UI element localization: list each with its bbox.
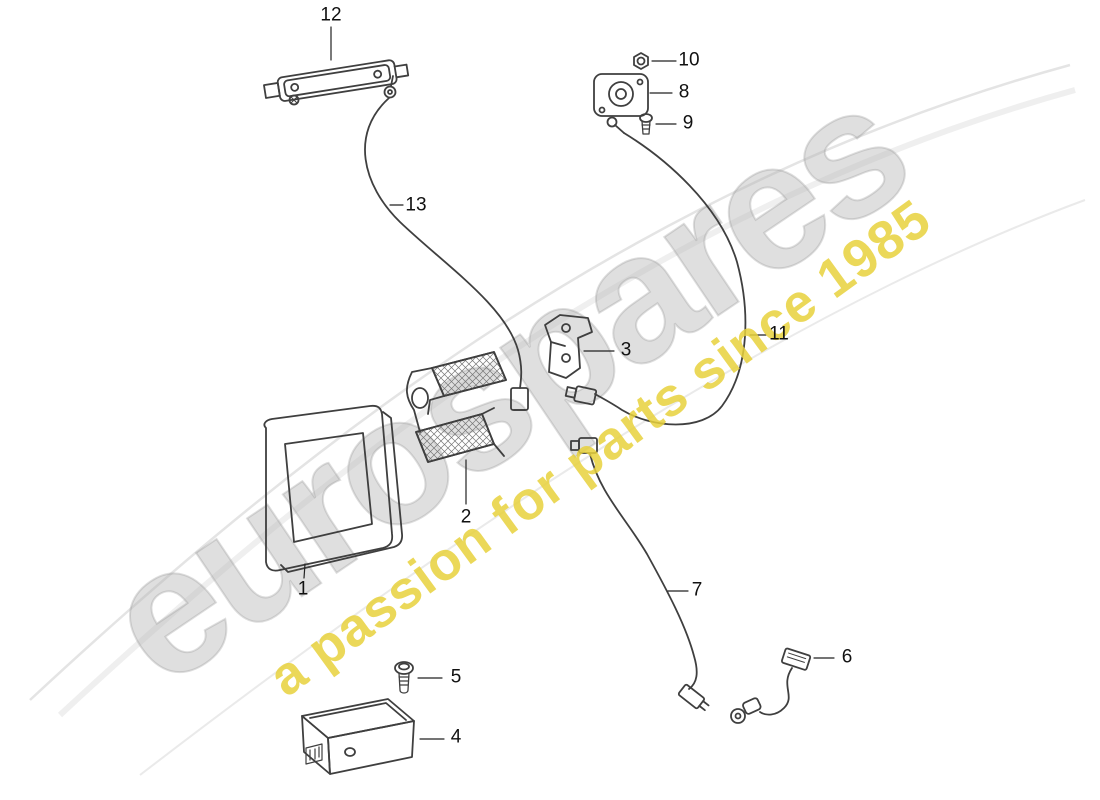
part-10-nut [633,52,649,70]
part-callout-1[interactable]: 1 [297,578,309,600]
part-12-antenna-amplifier [263,59,410,106]
part-callout-5[interactable]: 5 [450,666,462,688]
part-callout-8[interactable]: 8 [678,81,690,103]
part-callout-7[interactable]: 7 [691,579,703,601]
part-callout-10[interactable]: 10 [678,49,700,71]
part-callout-13[interactable]: 13 [405,194,427,216]
part-9-screw [639,113,653,135]
part-callout-9[interactable]: 9 [682,112,694,134]
part-6-adapter-cable [730,647,812,724]
part-callout-11[interactable]: 11 [769,323,789,345]
part-callout-4[interactable]: 4 [450,726,462,748]
leader-lines [303,26,835,740]
part-13-antenna-cable [364,97,529,411]
part-8-gps-antenna [593,73,649,117]
part-callout-3[interactable]: 3 [620,339,632,361]
part-3-bracket [544,314,593,379]
part-7-cable [570,437,710,712]
part-1-display-frame [263,404,403,573]
part-callout-2[interactable]: 2 [460,506,472,528]
part-5-screw [394,661,414,694]
part-11-antenna-cable [564,116,747,426]
part-callout-12[interactable]: 12 [320,4,342,26]
part-4-control-unit [301,698,415,775]
part-2-mounting-bracket [406,351,507,463]
part-callout-6[interactable]: 6 [841,646,853,668]
